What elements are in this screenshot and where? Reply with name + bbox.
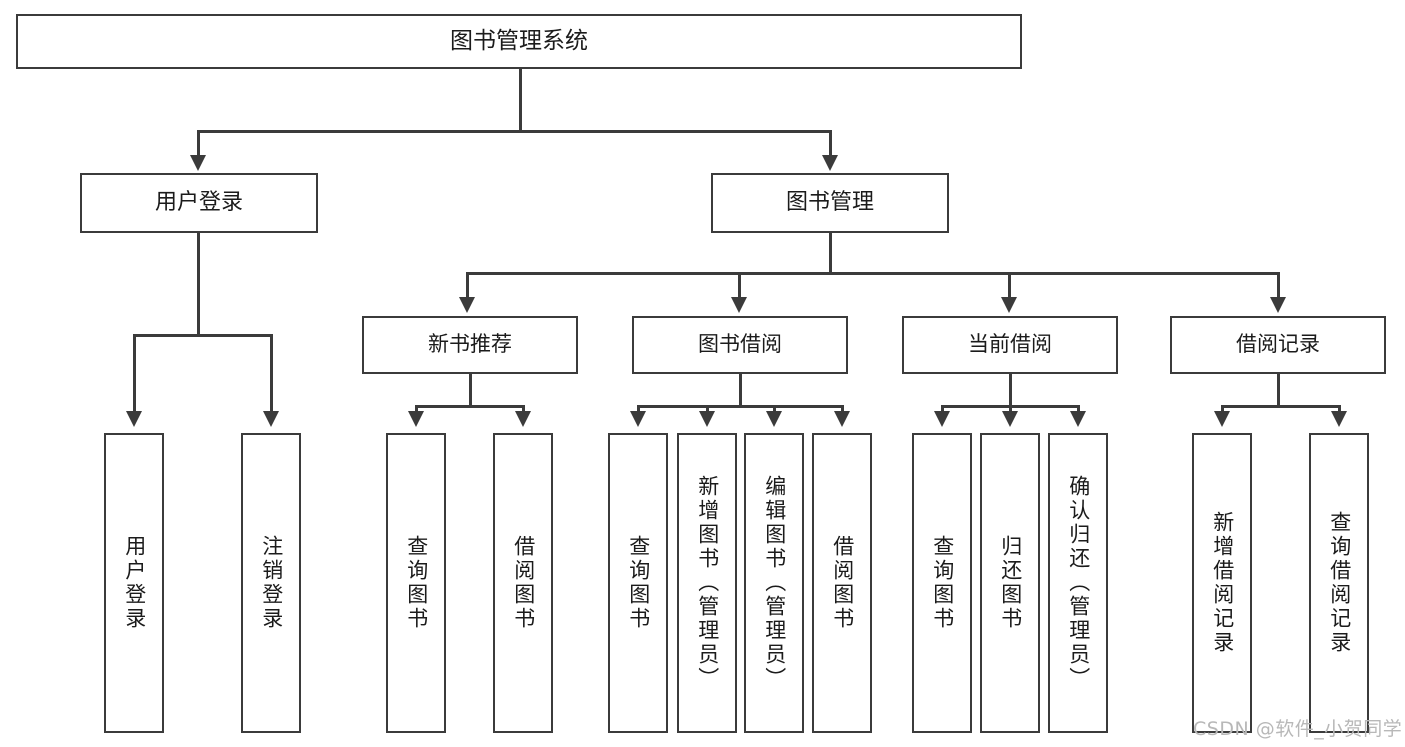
connector-br-to-leaf-2 xyxy=(1338,405,1341,414)
connector-bb-to-leaf-1 xyxy=(637,405,640,414)
leaf-label: 编辑图书（管理员） xyxy=(762,475,787,691)
arrow-root-to-book-management xyxy=(822,155,838,171)
arrow-nbr-to-leaf-2 xyxy=(515,411,531,427)
leaf-return-book[interactable]: 归还图书 xyxy=(980,433,1040,733)
connector-new-book-recommend-stem xyxy=(469,374,472,407)
connector-root-to-user-login xyxy=(197,130,200,158)
arrow-root-to-user-login xyxy=(190,155,206,171)
connector-new-book-recommend-bus xyxy=(415,405,525,408)
leaf-edit-book-admin[interactable]: 编辑图书（管理员） xyxy=(744,433,804,733)
node-label: 借阅记录 xyxy=(1236,332,1320,357)
connector-current-borrow-stem xyxy=(1009,374,1012,407)
arrow-bb-to-leaf-2 xyxy=(699,411,715,427)
connector-nbr-to-leaf-2 xyxy=(522,405,525,414)
node-label: 图书管理 xyxy=(785,189,874,215)
connector-book-management-bus xyxy=(466,272,1278,275)
node-root-book-management-system[interactable]: 图书管理系统 xyxy=(16,14,1022,69)
connector-borrow-record-stem xyxy=(1277,374,1280,407)
arrow-cb-to-leaf-2 xyxy=(1002,411,1018,427)
connector-to-current-borrow xyxy=(1008,272,1011,300)
connector-br-to-leaf-1 xyxy=(1221,405,1224,414)
node-label: 图书借阅 xyxy=(698,332,782,357)
connector-cb-to-leaf-3 xyxy=(1077,405,1080,414)
leaf-label: 新增借阅记录 xyxy=(1210,511,1235,655)
connector-user-login-to-leaf-2 xyxy=(270,334,273,414)
leaf-label: 确认归还（管理员） xyxy=(1066,475,1091,691)
arrow-bb-to-leaf-1 xyxy=(630,411,646,427)
leaf-label: 查询图书 xyxy=(930,535,955,631)
node-new-book-recommend[interactable]: 新书推荐 xyxy=(362,316,578,374)
leaf-label: 借阅图书 xyxy=(511,535,536,631)
leaf-label: 借阅图书 xyxy=(830,535,855,631)
connector-cb-to-leaf-1 xyxy=(941,405,944,414)
arrow-bb-to-leaf-4 xyxy=(834,411,850,427)
leaf-add-borrow-record[interactable]: 新增借阅记录 xyxy=(1192,433,1252,733)
arrow-cb-to-leaf-3 xyxy=(1070,411,1086,427)
leaf-query-book-borrow[interactable]: 查询图书 xyxy=(608,433,668,733)
arrow-br-to-leaf-1 xyxy=(1214,411,1230,427)
arrow-nbr-to-leaf-1 xyxy=(408,411,424,427)
arrow-to-book-borrow xyxy=(731,297,747,313)
leaf-query-borrow-record[interactable]: 查询借阅记录 xyxy=(1309,433,1369,733)
arrow-cb-to-leaf-1 xyxy=(934,411,950,427)
connector-bb-to-leaf-4 xyxy=(841,405,844,414)
connector-root-to-book-management xyxy=(829,130,832,158)
connector-to-borrow-record xyxy=(1277,272,1280,300)
connector-user-login-bus xyxy=(133,334,272,337)
node-book-borrow[interactable]: 图书借阅 xyxy=(632,316,848,374)
connector-user-login-to-leaf-1 xyxy=(133,334,136,414)
node-label: 用户登录 xyxy=(154,189,243,215)
connector-cb-to-leaf-2 xyxy=(1009,405,1012,414)
connector-book-management-stem xyxy=(829,233,832,275)
arrow-user-login-to-leaf-1 xyxy=(126,411,142,427)
node-current-borrow[interactable]: 当前借阅 xyxy=(902,316,1118,374)
leaf-add-book-admin[interactable]: 新增图书（管理员） xyxy=(677,433,737,733)
connector-to-book-borrow xyxy=(738,272,741,300)
arrow-bb-to-leaf-3 xyxy=(766,411,782,427)
connector-borrow-record-bus xyxy=(1221,405,1340,408)
node-borrow-record[interactable]: 借阅记录 xyxy=(1170,316,1386,374)
leaf-label: 查询图书 xyxy=(626,535,651,631)
watermark-text: CSDN @软件_小贺同学 xyxy=(1193,718,1403,740)
leaf-borrow-book[interactable]: 借阅图书 xyxy=(812,433,872,733)
arrow-br-to-leaf-2 xyxy=(1331,411,1347,427)
leaf-logout[interactable]: 注销登录 xyxy=(241,433,301,733)
leaf-query-book-current[interactable]: 查询图书 xyxy=(912,433,972,733)
leaf-confirm-return-admin[interactable]: 确认归还（管理员） xyxy=(1048,433,1108,733)
connector-root-stem xyxy=(519,69,522,132)
leaf-user-login[interactable]: 用户登录 xyxy=(104,433,164,733)
leaf-label: 查询借阅记录 xyxy=(1327,511,1352,655)
arrow-to-new-book-recommend xyxy=(459,297,475,313)
connector-bb-to-leaf-3 xyxy=(773,405,776,414)
connector-bb-to-leaf-2 xyxy=(706,405,709,414)
leaf-label: 用户登录 xyxy=(122,535,147,631)
leaf-query-book-recommend[interactable]: 查询图书 xyxy=(386,433,446,733)
node-user-login[interactable]: 用户登录 xyxy=(80,173,318,233)
arrow-to-current-borrow xyxy=(1001,297,1017,313)
arrow-user-login-to-leaf-2 xyxy=(263,411,279,427)
leaf-label: 归还图书 xyxy=(998,535,1023,631)
connector-book-borrow-stem xyxy=(739,374,742,407)
connector-book-borrow-bus xyxy=(637,405,843,408)
leaf-borrow-book-recommend[interactable]: 借阅图书 xyxy=(493,433,553,733)
node-label: 图书管理系统 xyxy=(450,27,588,54)
connector-root-bus xyxy=(197,130,831,133)
node-book-management[interactable]: 图书管理 xyxy=(711,173,949,233)
leaf-label: 新增图书（管理员） xyxy=(695,475,720,691)
connector-user-login-stem xyxy=(197,233,200,336)
leaf-label: 查询图书 xyxy=(404,535,429,631)
arrow-to-borrow-record xyxy=(1270,297,1286,313)
node-label: 当前借阅 xyxy=(968,332,1052,357)
node-label: 新书推荐 xyxy=(428,332,512,357)
leaf-label: 注销登录 xyxy=(259,535,284,631)
connector-to-new-book-recommend xyxy=(466,272,469,300)
connector-nbr-to-leaf-1 xyxy=(415,405,418,414)
